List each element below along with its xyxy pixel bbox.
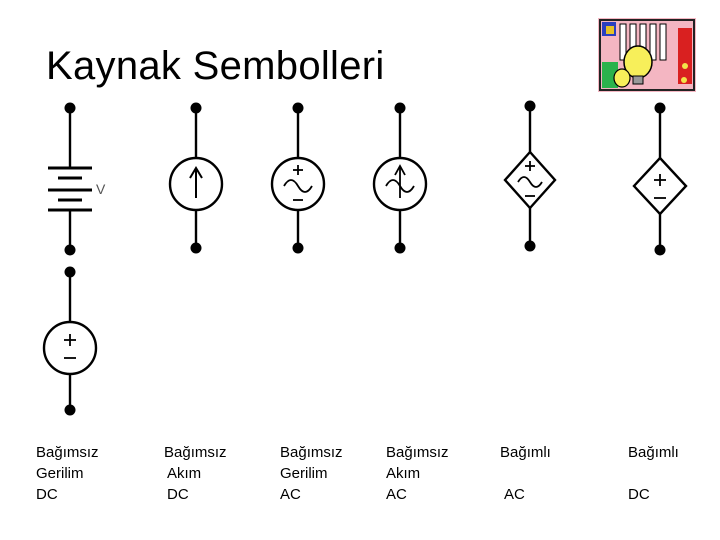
- caption-line: Akım: [167, 465, 202, 482]
- dc-current-source-symbol: [168, 108, 224, 248]
- dependent-ac-source-symbol: [503, 108, 557, 246]
- caption-independent-voltage-ac: Bağımsız Gerilim AC: [280, 442, 343, 505]
- caption-line: DC: [628, 486, 650, 503]
- caption-line: AC: [504, 486, 525, 503]
- caption-dependent-dc: Bağımlı DC: [628, 442, 679, 505]
- battery-voltage-mark: V: [96, 181, 106, 197]
- battery-symbol: [48, 108, 92, 250]
- caption-line: Bağımsız: [164, 444, 227, 461]
- caption-line: DC: [167, 486, 189, 503]
- caption-line: Akım: [386, 465, 421, 482]
- caption-line: Bağımsız: [386, 444, 449, 461]
- caption-independent-current-dc: Bağımsız Akım DC: [164, 442, 227, 505]
- caption-independent-current-ac: Bağımsız Akım AC: [386, 442, 449, 505]
- dc-voltage-source-symbol: [42, 272, 98, 410]
- caption-independent-voltage-dc: Bağımsız Gerilim DC: [36, 442, 99, 505]
- lightbulb-icon: [598, 18, 696, 92]
- ac-voltage-source-symbol: [270, 108, 326, 248]
- ac-current-source-symbol: [372, 108, 428, 248]
- dependent-dc-source-symbol: [632, 110, 688, 250]
- slide-title: Kaynak Sembolleri: [46, 44, 385, 88]
- caption-line: Bağımsız: [36, 444, 99, 461]
- caption-line: Bağımlı: [628, 444, 679, 461]
- caption-line: [500, 463, 551, 484]
- caption-line: Gerilim: [280, 465, 328, 482]
- caption-line: DC: [36, 486, 58, 503]
- caption-line: Bağımsız: [280, 444, 343, 461]
- caption-line: Bağımlı: [500, 444, 551, 461]
- caption-line: [628, 463, 679, 484]
- caption-line: AC: [386, 486, 407, 503]
- caption-line: Gerilim: [36, 465, 84, 482]
- caption-line: AC: [280, 486, 301, 503]
- caption-dependent-ac: Bağımlı AC: [500, 442, 551, 505]
